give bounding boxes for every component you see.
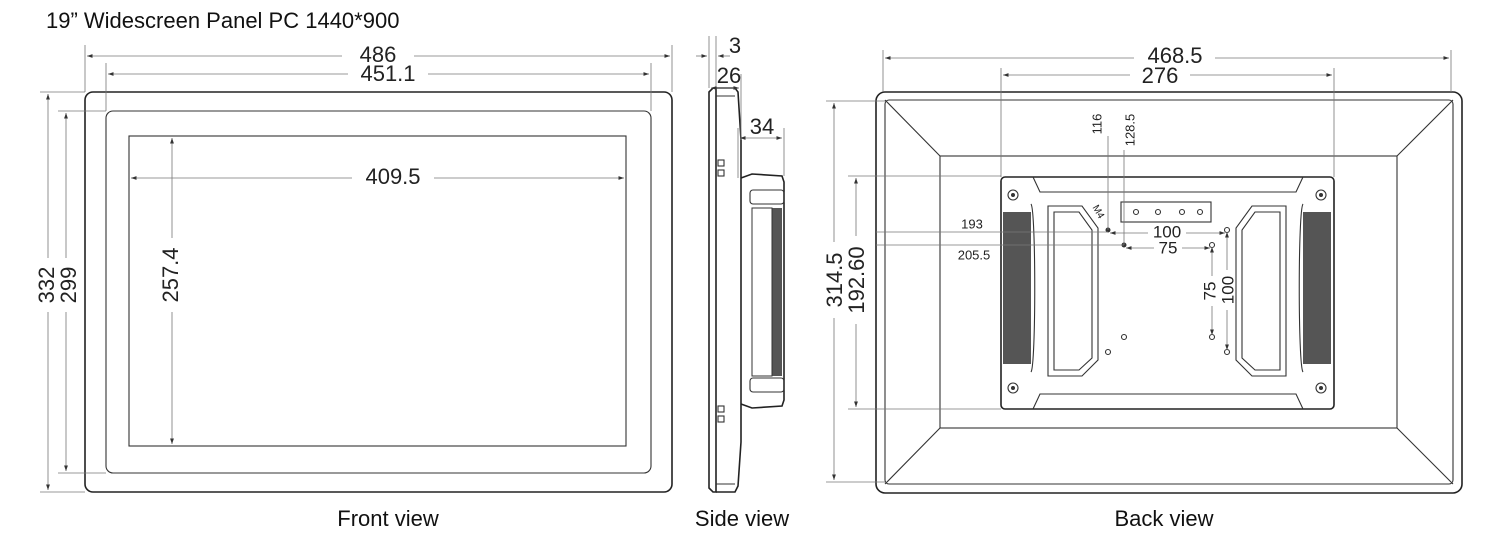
dim-back-overall-width: 468.5: [1147, 43, 1202, 68]
caption-front-view: Front view: [337, 506, 439, 531]
dim-vesa-100-horizontal: 100: [1153, 222, 1181, 241]
label-screw-m4: M4: [1090, 203, 1107, 221]
dim-offset-193: 193: [961, 216, 983, 231]
dim-back-module-width: 276: [1142, 63, 1179, 88]
dim-offset-116: 116: [1089, 114, 1104, 135]
back-handle-left: [1047, 205, 1099, 377]
dim-front-overall-width: 486: [360, 42, 397, 67]
dim-back-module-height: 192.60: [844, 246, 869, 313]
dim-vesa-75-vertical: 75: [1200, 282, 1219, 301]
page-title: 19” Widescreen Panel PC 1440*900: [46, 8, 400, 33]
dim-vesa-100-vertical: 100: [1218, 276, 1237, 304]
side-body: [716, 87, 742, 493]
dim-front-overall-height: 332: [34, 267, 59, 304]
back-heatsink-left: [1003, 212, 1031, 364]
back-recess: [939, 155, 1398, 429]
side-view: 3 26 34: [696, 33, 785, 493]
back-outer-frame: [875, 91, 1463, 494]
back-rear-module: [1000, 176, 1335, 410]
back-io-panel: [1120, 201, 1212, 223]
caption-side-view: Side view: [694, 506, 790, 531]
side-heatsink: [772, 208, 782, 376]
dim-side-total-depth: 34: [750, 114, 774, 139]
dim-screen-height: 257.4: [158, 247, 183, 302]
dim-front-bezel-width: 451.1: [360, 61, 415, 86]
front-outer-frame: [84, 91, 673, 493]
back-inner-frame: [884, 99, 1454, 485]
front-screen: [128, 135, 627, 447]
front-bezel: [105, 110, 652, 474]
dim-side-panel-depth: 26: [717, 63, 741, 88]
side-bezel: [708, 87, 717, 493]
back-view: 468.5 276 314.5 192.60 116 128.5 193 205…: [822, 43, 1463, 494]
side-rear-module: [740, 173, 785, 409]
back-heatsink-right: [1303, 212, 1331, 364]
dim-front-bezel-height: 299: [56, 267, 81, 304]
dim-vesa-75-horizontal: 75: [1159, 238, 1178, 257]
dim-back-overall-height: 314.5: [822, 252, 847, 307]
dim-side-bezel-depth: 3: [729, 33, 741, 58]
back-handle-right: [1235, 205, 1287, 377]
dim-offset-205-5: 205.5: [958, 247, 991, 262]
dim-screen-width: 409.5: [365, 164, 420, 189]
front-view: 486 451.1 409.5 257.4 332 299: [34, 42, 673, 493]
caption-back-view: Back view: [1114, 506, 1214, 531]
dim-offset-128-5: 128.5: [1122, 114, 1137, 147]
